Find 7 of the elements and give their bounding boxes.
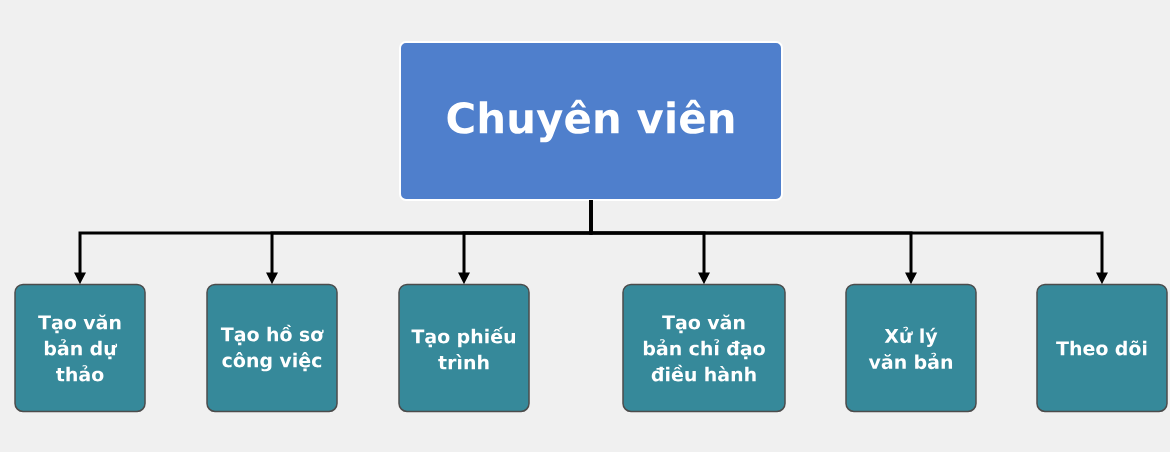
task-box: Theo dõi [1036, 283, 1168, 413]
task-box: Xử lý văn bản [845, 283, 977, 413]
task-box: Tạo hồ sơ công việc [206, 283, 338, 413]
title-box: Chuyên viên [399, 41, 783, 201]
task-box: Tạo văn bản chỉ đạo điều hành [622, 283, 786, 413]
task-box: Tạo phiếu trình [398, 283, 530, 413]
task-box: Tạo văn bản dự thảo [14, 283, 146, 413]
